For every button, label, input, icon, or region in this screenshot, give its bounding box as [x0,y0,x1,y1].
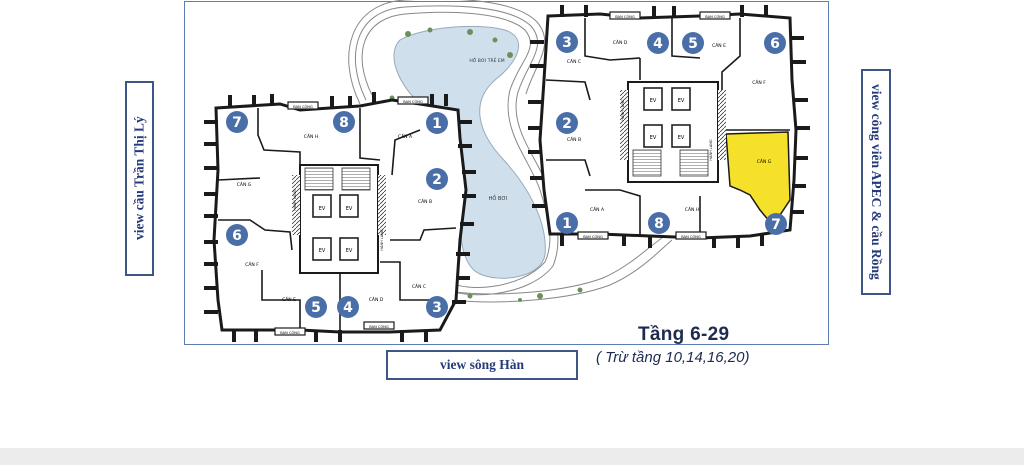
corridor-label: HÀNH LANG [620,99,625,120]
columns [204,92,476,342]
svg-text:5: 5 [688,36,698,52]
plan-frame [184,1,829,345]
svg-text:6: 6 [770,36,780,52]
balcony-label: BAN CÔNG [403,99,423,104]
unit-number-badge: 2 [426,168,448,190]
view-label-bottom-text: view sông Hàn [439,357,524,372]
balcony-label: BAN CÔNG [583,234,603,239]
highlighted-unit-can-g [725,131,791,224]
view-label-left-text: view cầu Trần Thị Lý [131,116,147,241]
svg-text:4: 4 [653,36,663,52]
left-tower: EV EV EV EV HÀNH LANG HÀNH LANG BAN CÔNG… [204,92,476,342]
unit-name-label: CĂN A [590,206,605,213]
elevator-label: EV [319,248,326,254]
columns [528,5,810,248]
elevator-label: EV [678,98,685,104]
unit-name-label: CĂN H [304,133,318,140]
svg-text:5: 5 [311,300,321,316]
elevator-label: EV [650,135,657,141]
svg-text:6: 6 [232,228,242,244]
unit-number-badge: 8 [333,111,355,133]
unit-name-label: CĂN F [245,261,259,268]
unit-name-label: CĂN G [757,158,772,165]
unit-number-badge: 1 [426,112,448,134]
unit-name-label: CĂN E [712,42,726,49]
svg-text:2: 2 [432,172,442,188]
svg-text:8: 8 [654,216,664,232]
svg-text:7: 7 [232,115,242,131]
bottom-margin [0,448,1024,465]
balcony-label: BAN CÔNG [293,104,313,109]
elevator-label: EV [650,98,657,104]
unit-number-badge: 3 [426,296,448,318]
corridor-label: HÀNH LANG [379,229,384,250]
unit-name-label: CĂN D [613,39,628,46]
pool-label: HỒ BƠI [489,193,508,202]
corridor-label: HÀNH LANG [292,189,297,210]
unit-name-label: CĂN D [369,296,384,303]
unit-number-badge: 5 [682,32,704,54]
balcony-label: BAN CÔNG [705,14,725,19]
balcony-label: BAN CÔNG [615,14,635,19]
unit-name-label: CĂN G [237,181,252,188]
unit-number-badge: 7 [765,213,787,235]
balcony-label: BAN CÔNG [280,330,300,335]
svg-text:1: 1 [562,216,572,232]
svg-text:7: 7 [771,217,781,233]
unit-name-label: CĂN A [398,133,413,140]
svg-text:3: 3 [432,300,442,316]
view-label-bottom: view sông Hàn [386,350,578,380]
view-label-right-text: view công viên APEC & cầu Rồng [869,84,884,280]
balcony-label: BAN CÔNG [369,324,389,329]
svg-text:8: 8 [339,115,349,131]
unit-name-label: CĂN E [282,296,296,303]
unit-number-badge: 3 [556,31,578,53]
unit-number-badge: 4 [647,32,669,54]
unit-number-badge: 7 [226,111,248,133]
elevator-label: EV [346,248,353,254]
unit-name-label: CĂN B [418,198,432,205]
unit-number-badge: 2 [556,112,578,134]
floor-title: Tầng 6-29 [638,324,730,345]
unit-number-badge: 4 [337,296,359,318]
unit-number-badge: 1 [556,212,578,234]
unit-name-label: CĂN C [412,283,426,290]
unit-number-badge: 5 [305,296,327,318]
corridor-label: HÀNH LANG [708,139,713,160]
elevator-label: EV [678,135,685,141]
unit-name-label: CĂN H [685,206,699,213]
unit-name-label: CĂN B [567,136,581,143]
garden-walkway [348,0,673,303]
unit-name-label: CĂN F [752,79,766,86]
unit-name-label: CĂN C [567,58,581,65]
view-label-left: view cầu Trần Thị Lý [125,81,154,276]
unit-number-badge: 8 [648,212,670,234]
right-tower: EV EV EV EV HÀNH LANG HÀNH LANG BAN CÔNG… [528,5,810,248]
unit-number-badge: 6 [226,224,248,246]
svg-text:1: 1 [432,116,442,132]
balcony-label: BAN CÔNG [681,234,701,239]
kids-pool-label: HỒ BƠI TRẺ EM [469,55,504,64]
svg-text:2: 2 [562,116,572,132]
elevator-label: EV [319,206,326,212]
svg-text:4: 4 [343,300,353,316]
svg-text:3: 3 [562,35,572,51]
elevator-label: EV [346,206,353,212]
floor-note: ( Trừ tầng 10,14,16,20) [596,349,750,366]
view-label-right: view công viên APEC & cầu Rồng [861,69,891,295]
unit-number-badge: 6 [764,32,786,54]
